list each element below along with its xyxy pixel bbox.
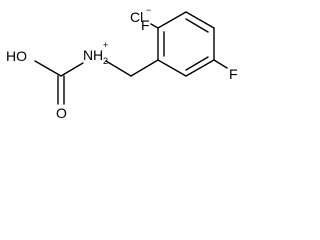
ammonium-hydrogen-label: H: [93, 47, 103, 63]
ring-bond-c3-c4: [185, 11, 215, 29]
bond-c2-f: [150, 23, 159, 29]
bond-c5-f: [213, 59, 228, 69]
fluorine-right: F: [213, 59, 238, 82]
fluorine-top: F: [141, 17, 159, 33]
chloride-charge: −: [146, 5, 151, 15]
bond-n-carbonyl-carbon: [60, 62, 84, 77]
ring-bond-c2-c3: [157, 11, 187, 29]
carboxyl-group: HO O: [6, 48, 84, 121]
benzyl-linker: [105, 59, 159, 77]
chloride-counterion: Cl −: [130, 5, 151, 25]
chlorine-atom-label: Cl: [130, 9, 143, 25]
carbonyl-oxygen-label: O: [56, 105, 67, 121]
fluorine-top-label: F: [141, 17, 150, 33]
fluorine-right-label: F: [229, 66, 238, 82]
nitrogen-atom-label: N: [83, 47, 93, 63]
bond-c1-ch2: [130, 59, 159, 77]
ring-double-bond-c5-c6: [185, 56, 209, 71]
chemical-structure: Cl − F F N H + 2 HO: [6, 5, 238, 121]
hydroxyl-label: HO: [6, 48, 27, 64]
ammonium-group: N H + 2: [83, 40, 108, 66]
bond-ch2-n: [105, 60, 132, 77]
bond-carbonyl-carbon-hydroxyl: [34, 60, 62, 77]
benzene-ring: [157, 11, 215, 77]
ring-bond-c5-c6: [185, 59, 215, 77]
ammonium-charge: +: [103, 40, 108, 50]
ring-bond-c6-c1: [157, 59, 187, 77]
ammonium-hydrogen-count: 2: [103, 56, 108, 66]
ring-double-bond-c3-c4: [185, 18, 209, 33]
